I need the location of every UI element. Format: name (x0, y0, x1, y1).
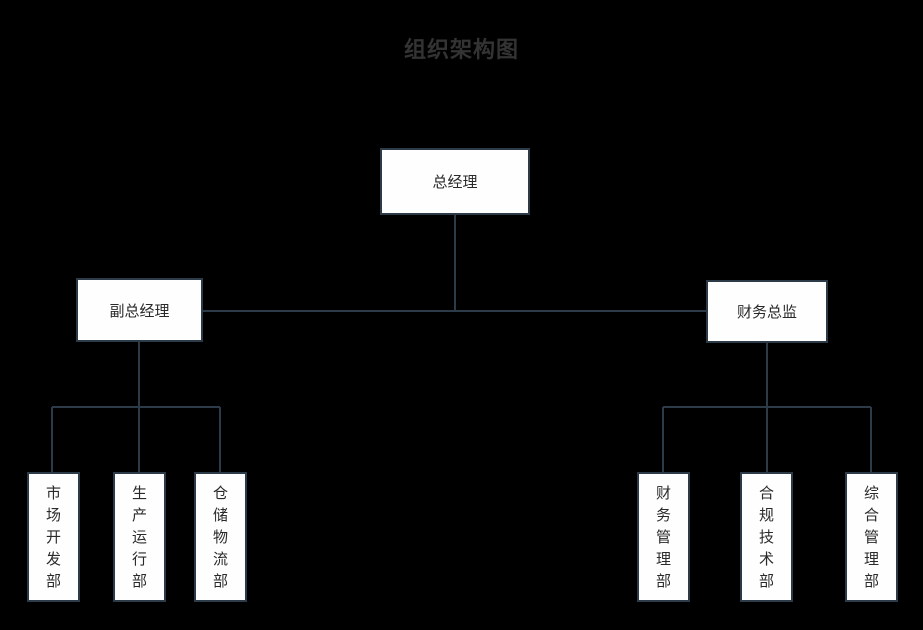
node-finance-director[interactable]: 财务总监 (706, 280, 828, 343)
node-general-management-dept[interactable]: 综合管理部 (845, 472, 898, 602)
node-general-manager[interactable]: 总经理 (380, 148, 530, 215)
node-warehousing-logistics-dept[interactable]: 仓储物流部 (194, 472, 247, 602)
node-label: 财务总监 (736, 303, 797, 321)
node-label: 市场开发部 (46, 484, 62, 590)
node-label: 副总经理 (109, 301, 170, 320)
node-production-operations-dept[interactable]: 生产运行部 (113, 472, 166, 602)
node-deputy-general-manager[interactable]: 副总经理 (76, 278, 203, 342)
node-label: 合规技术部 (759, 484, 775, 590)
node-label: 仓储物流部 (213, 484, 229, 590)
page-title: 组织架构图 (403, 38, 519, 63)
node-compliance-technology-dept[interactable]: 合规技术部 (740, 472, 793, 602)
node-financial-management-dept[interactable]: 财务管理部 (637, 472, 690, 602)
node-label: 总经理 (432, 173, 478, 191)
node-label: 综合管理部 (864, 484, 880, 590)
node-market-development-dept[interactable]: 市场开发部 (27, 472, 80, 602)
node-label: 财务管理部 (656, 484, 672, 590)
node-label: 生产运行部 (132, 484, 148, 590)
